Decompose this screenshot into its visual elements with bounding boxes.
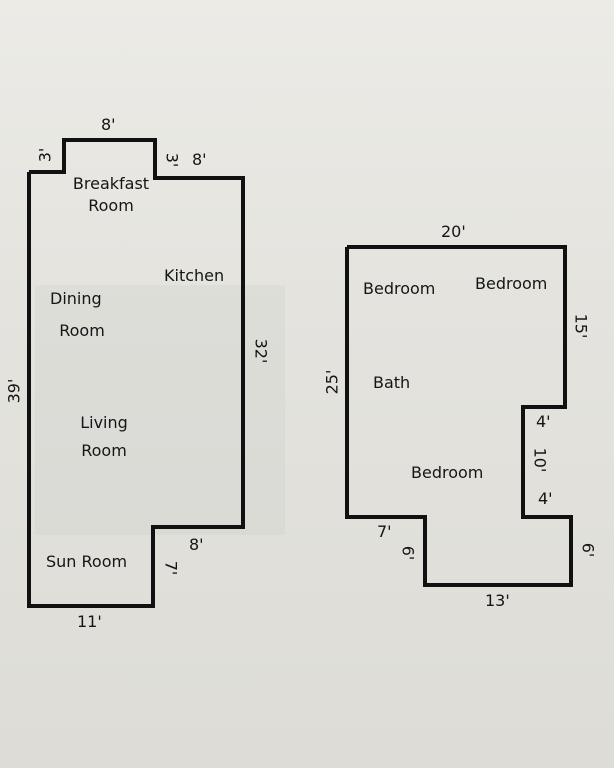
room-bath: Bath <box>373 373 411 392</box>
room-bedroom-3: Bedroom <box>411 463 484 482</box>
dim-right-wall: 32' <box>251 338 271 364</box>
dim-right-lower: 6' <box>578 542 598 558</box>
dim-notch-side: 10' <box>530 447 550 473</box>
room-label-line: Dining <box>50 289 102 308</box>
dim-bottom-left-side: 6' <box>398 545 418 561</box>
dim-top: 20' <box>441 222 466 241</box>
room-breakfast-room: Breakfast Room <box>68 170 154 220</box>
room-bedroom-1: Bedroom <box>363 279 436 298</box>
dim-bottom-left-step: 7' <box>377 522 392 541</box>
dim-right-step: 3' <box>162 152 182 168</box>
dim-bottom: 13' <box>485 591 510 610</box>
room-kitchen: Kitchen <box>164 266 225 285</box>
dim-left-wall: 39' <box>4 378 24 404</box>
room-label-line: Room <box>81 441 127 460</box>
room-label-line: Breakfast <box>72 174 150 193</box>
room-label-line: Room <box>88 196 134 215</box>
room-bedroom-2: Bedroom <box>475 274 548 293</box>
dim-left-step: 3' <box>35 147 55 163</box>
room-dining-room: Dining Room <box>42 285 122 345</box>
second-floor-outline <box>345 245 573 587</box>
dim-notch-side: 7' <box>161 560 181 576</box>
dim-top-bump: 8' <box>101 115 116 134</box>
dim-right-upper: 15' <box>571 313 591 339</box>
dim-notch-in-top: 4' <box>536 412 551 431</box>
first-floor-outline <box>27 138 245 608</box>
room-living-room: Living Room <box>64 409 144 465</box>
dim-bottom: 11' <box>77 612 102 631</box>
room-label-line: Room <box>59 321 105 340</box>
dim-top-right: 8' <box>192 150 207 169</box>
dim-notch-top: 8' <box>189 535 204 554</box>
dim-left-wall: 25' <box>322 369 342 395</box>
room-label-line: Living <box>80 413 128 432</box>
dim-notch-in-bottom: 4' <box>538 489 553 508</box>
room-sun-room: Sun Room <box>46 552 128 571</box>
